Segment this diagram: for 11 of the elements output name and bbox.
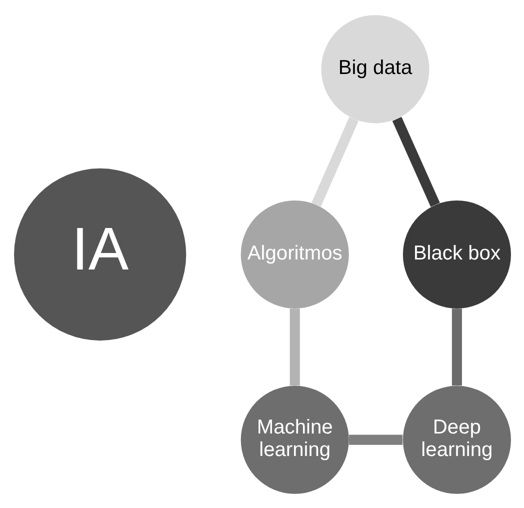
connector: [392, 116, 440, 206]
node-circle: Algoritmos: [240, 200, 348, 308]
connector: [289, 308, 300, 385]
node-circle: Black box: [402, 200, 510, 308]
node-circle: Machine learning: [240, 385, 348, 494]
node-circle: Big data: [320, 14, 429, 123]
connector: [348, 434, 402, 444]
node-circle: IA: [14, 168, 186, 340]
connector: [311, 116, 358, 206]
node-circle: Deep learning: [402, 385, 510, 494]
connector: [451, 308, 462, 385]
